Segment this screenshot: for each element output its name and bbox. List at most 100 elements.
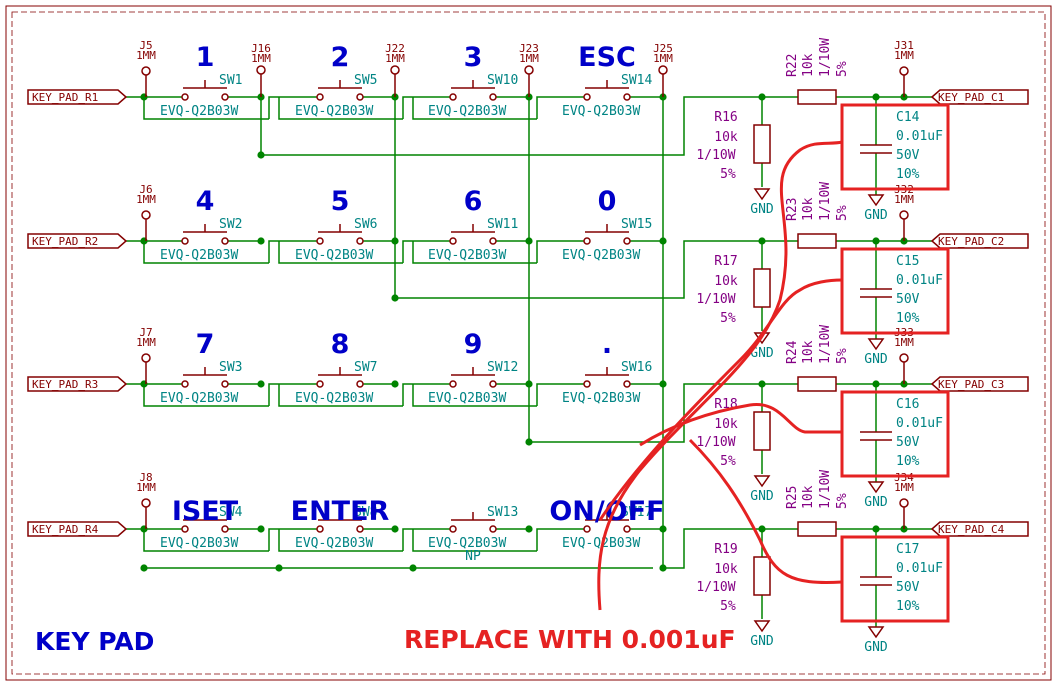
- series-resistor-body: [797, 521, 837, 537]
- switch-ref: SW2: [219, 217, 242, 232]
- switch-ref: SW5: [354, 73, 377, 88]
- capacitor-highlight-box: [840, 390, 950, 478]
- key-label: 1: [196, 42, 215, 73]
- switch-contact: [181, 525, 189, 533]
- switch-part: EVQ-Q2B03W: [428, 536, 506, 551]
- row-net-label-shape: [27, 89, 128, 105]
- series-resistor-power: 1/10W: [818, 470, 833, 509]
- cap-ref: C15: [896, 254, 919, 269]
- key-label: 6: [464, 186, 483, 217]
- test-point-icon: [899, 353, 909, 363]
- switch-part: EVQ-Q2B03W: [428, 391, 506, 406]
- switch-ref: SW8: [354, 505, 377, 520]
- junction-dot: [257, 525, 265, 533]
- column-test-point-val: 1MM: [385, 52, 405, 65]
- switch-part: EVQ-Q2B03W: [562, 248, 640, 263]
- junction-dot: [140, 564, 148, 572]
- redline-pointer: [688, 438, 843, 584]
- gnd-label: GND: [864, 640, 888, 655]
- wire: [412, 241, 537, 264]
- test-point-ref: J8: [139, 471, 152, 484]
- key-label: .: [602, 329, 612, 360]
- wire: [412, 97, 537, 120]
- pull-down-resistor-tol: 5%: [720, 599, 736, 614]
- junction-dot: [257, 380, 265, 388]
- test-point-icon: [141, 353, 151, 363]
- pull-down-resistor-body: [753, 411, 771, 451]
- cap-volt: 50V: [896, 580, 920, 595]
- wire: [268, 383, 279, 406]
- switch-ref: SW3: [219, 360, 242, 375]
- cap-ref: C16: [896, 397, 919, 412]
- key-label: 0: [598, 186, 617, 217]
- test-point-ref: J6: [139, 183, 152, 196]
- key-label: 2: [331, 42, 350, 73]
- switch-contact: [583, 525, 591, 533]
- pull-down-resistor-power: 1/10W: [696, 580, 735, 595]
- sheet-frame: [5, 5, 1052, 681]
- switch-contact: [623, 237, 631, 245]
- switch-np-note: NP: [465, 549, 481, 564]
- switch-ref: SW15: [621, 217, 652, 232]
- switch-contact: [316, 525, 324, 533]
- gnd-label: GND: [864, 208, 888, 223]
- column-net-label: KEY_PAD_C1: [938, 91, 1004, 104]
- pull-down-resistor-body: [753, 268, 771, 308]
- switch-contact: [356, 380, 364, 388]
- test-point-icon: [899, 210, 909, 220]
- key-label: 5: [331, 186, 350, 217]
- series-resistor-power: 1/10W: [818, 38, 833, 77]
- switch-contact: [221, 525, 229, 533]
- switch-ref: SW10: [487, 73, 518, 88]
- junction-dot: [659, 237, 667, 245]
- wire: [402, 528, 413, 551]
- gnd-icon: [753, 188, 771, 201]
- column-test-point-ref: J16: [251, 42, 271, 55]
- test-point-val: 1MM: [136, 336, 156, 349]
- cap-tol: 10%: [896, 599, 920, 614]
- test-point-icon: [899, 498, 909, 508]
- wire: [402, 240, 413, 263]
- wire: [143, 241, 269, 264]
- series-resistor-power: 1/10W: [818, 325, 833, 364]
- gnd-icon: [753, 475, 771, 488]
- row-net-label-shape: [27, 376, 128, 392]
- switch-part: EVQ-Q2B03W: [295, 536, 373, 551]
- junction-dot: [525, 237, 533, 245]
- column-test-point-val: 1MM: [251, 52, 271, 65]
- wire: [536, 383, 547, 406]
- switch-ref: SW14: [621, 73, 652, 88]
- pull-down-resistor-ref: R19: [714, 542, 737, 557]
- column-bus: [261, 96, 762, 156]
- column-net-label-shape: [930, 89, 1029, 105]
- series-resistor-tol: 5%: [835, 61, 850, 77]
- row-net-label: KEY_PAD_R1: [32, 91, 98, 104]
- key-label: 4: [196, 186, 215, 217]
- key-label: 9: [464, 329, 483, 360]
- switch-contact: [316, 93, 324, 101]
- cap-ref: C17: [896, 542, 919, 557]
- test-point-icon: [899, 66, 909, 76]
- wire: [536, 528, 547, 551]
- wire: [278, 241, 403, 264]
- gnd-icon: [867, 194, 885, 207]
- switch-contact: [489, 380, 497, 388]
- switch-contact: [489, 93, 497, 101]
- gnd-icon: [867, 481, 885, 494]
- switch-contact: [489, 237, 497, 245]
- test-point-ref: J7: [139, 326, 152, 339]
- wire: [143, 97, 269, 120]
- switch-contact: [316, 380, 324, 388]
- junction-dot: [409, 564, 417, 572]
- series-resistor-body: [797, 376, 837, 392]
- pull-down-resistor-tol: 5%: [720, 454, 736, 469]
- junction-dot: [659, 380, 667, 388]
- switch-contact: [583, 93, 591, 101]
- switch-contact: [489, 525, 497, 533]
- wire: [278, 97, 403, 120]
- gnd-icon: [867, 338, 885, 351]
- column-test-point-icon: [524, 65, 534, 75]
